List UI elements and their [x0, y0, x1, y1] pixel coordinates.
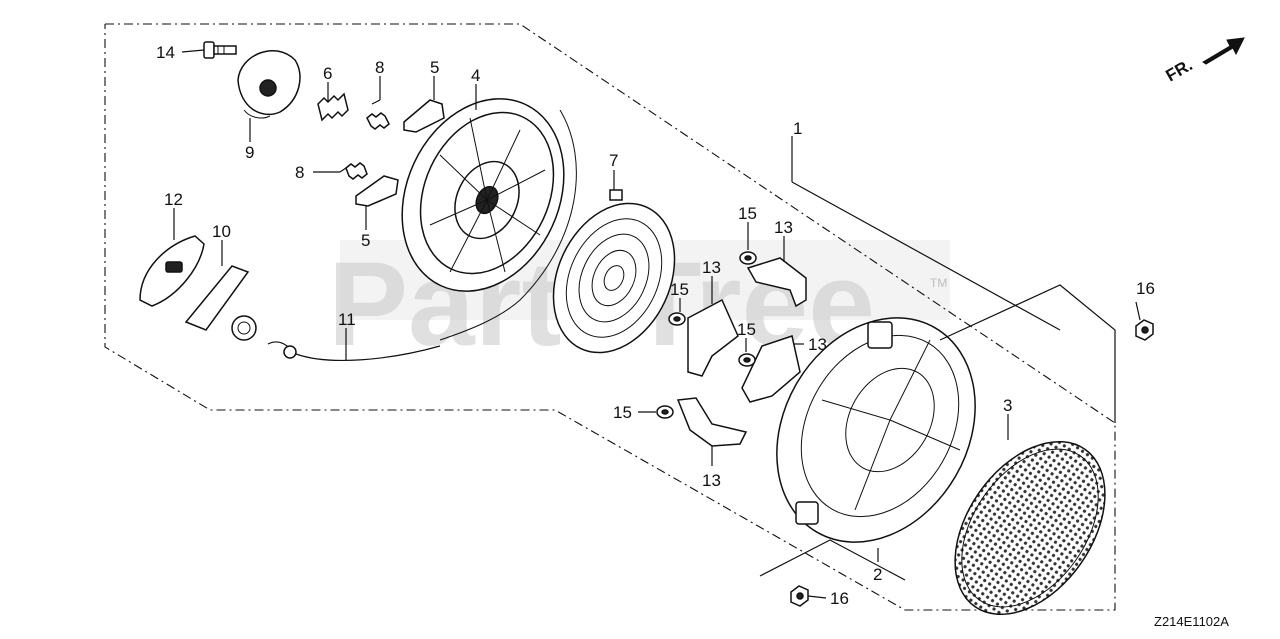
- callout-9: 9: [245, 143, 254, 162]
- callout-13-upper: 13: [774, 218, 793, 237]
- callout-15-left: 15: [670, 280, 689, 299]
- callout-labels: 1 2 3 4 5 5 6 7 8 8 9 10 11 12 13 13 13 …: [156, 43, 1155, 608]
- callout-16-upper: 16: [1136, 279, 1155, 298]
- front-direction-indicator: FR.: [1163, 37, 1245, 85]
- callout-12: 12: [164, 190, 183, 209]
- callout-1: 1: [793, 119, 802, 138]
- callout-14: 14: [156, 43, 175, 62]
- assembly-boundary: [104, 23, 1116, 611]
- callout-10: 10: [212, 222, 231, 241]
- callout-15-middle: 15: [737, 320, 756, 339]
- callout-3: 3: [1003, 396, 1012, 415]
- callout-16-lower: 16: [830, 589, 849, 608]
- starter-rope-part: [267, 341, 441, 362]
- grip-insert-part: [184, 265, 257, 341]
- leader-lines: [173, 49, 1141, 599]
- callout-13-right: 13: [808, 335, 827, 354]
- watermark-trademark: TM: [930, 276, 947, 290]
- callout-13-lower: 13: [702, 471, 721, 490]
- reel-part: [401, 98, 577, 341]
- callout-8-lower: 8: [295, 163, 304, 182]
- pawl-part: [676, 257, 807, 447]
- callout-11: 11: [338, 310, 356, 329]
- recoil-spring-part: [552, 189, 676, 354]
- washer-part: [656, 251, 757, 419]
- spring-small-part: [345, 112, 390, 180]
- callout-4: 4: [471, 66, 480, 85]
- ratchet-guide-part: [237, 50, 301, 119]
- starter-grip-part: [139, 235, 205, 307]
- starter-case-part: [776, 317, 976, 543]
- callout-8-upper: 8: [375, 58, 384, 77]
- callout-5-upper: 5: [430, 58, 439, 77]
- callout-15-lower: 15: [613, 403, 632, 422]
- callout-7: 7: [609, 151, 618, 170]
- ratchet-part: [355, 99, 445, 207]
- callout-5-lower: 5: [361, 231, 370, 250]
- flange-nut-part: [790, 319, 1154, 607]
- callout-13-middle: 13: [702, 258, 721, 277]
- compression-spring-part: [317, 92, 349, 122]
- callout-6: 6: [323, 64, 332, 83]
- bolt-part: [203, 41, 237, 59]
- drawing-code: Z214E1102A: [1154, 614, 1229, 629]
- callout-2: 2: [873, 565, 882, 584]
- screen-part: [954, 440, 1106, 616]
- front-direction-arrow-icon: [1202, 37, 1245, 65]
- callout-15-upper: 15: [738, 204, 757, 223]
- front-direction-label: FR.: [1163, 55, 1196, 85]
